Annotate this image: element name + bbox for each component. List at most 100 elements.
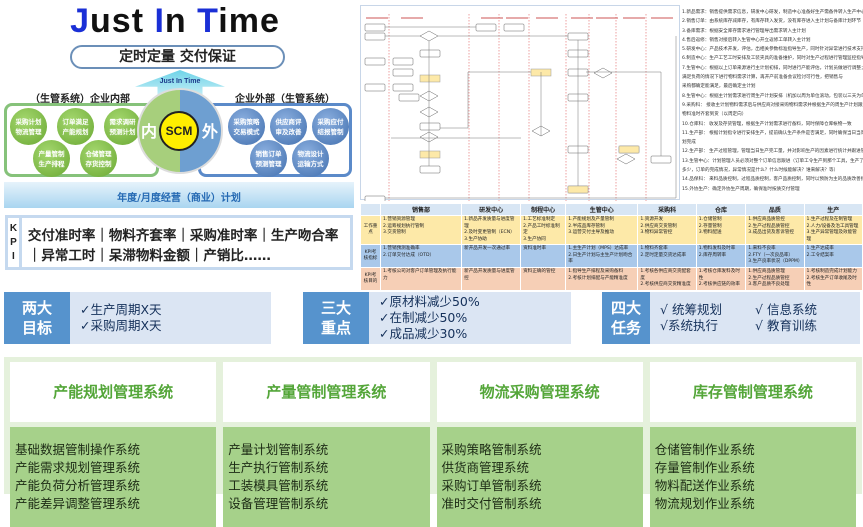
note-line: 2.销售订单：由系统库存减库存，有库存转入发货，没有库存进入主计划与备库计划环节 — [682, 19, 861, 25]
note-line: 划完成 — [682, 140, 696, 146]
flow-decision-diamond — [616, 153, 636, 165]
process-notes: 1.新品需求：销售提供需求信息，研发中心研发，制造中心准备好生产需备件转入生产中… — [682, 8, 863, 194]
bubble-text: 销售订单 — [255, 149, 282, 158]
bubble-text: 存货控制 — [85, 159, 112, 168]
table-header: 采购科 — [637, 203, 697, 216]
table-header: 制程中心 — [520, 203, 567, 216]
bubble-text: 供应商评 — [275, 117, 302, 126]
system-column: 产能规划管理系统基础数据管制操作系统产能需求规划管理系统产能负荷分析管理系统产能… — [10, 362, 217, 527]
bubble-text: 采购计划 — [15, 117, 42, 126]
table-cell: 1.主生产计划（MPS）达成率 2.日生产计划与主生产计划吻合率 — [565, 244, 639, 268]
scm-item-bubble: 采购应付结报管制 — [312, 108, 349, 145]
table-cell: 1.考核仓库发料及时性 2.考核供应链的效率 — [695, 267, 747, 291]
note-line: 13.生管中心：计划管理人员必须对整个订单信息跟进（订单工令生产到那个工具，生产… — [682, 158, 863, 164]
inner-char: 内 — [141, 122, 158, 141]
task-item: √ 信息系统 — [755, 302, 817, 317]
bubble-text: 预测计划 — [109, 127, 136, 136]
flow-process-box — [364, 83, 386, 92]
note-line: 7.生管中心：根据以上订单来源进行主计划初排，同时进行产能评估，计划员做进行调整… — [682, 65, 863, 71]
bubble-text: 需求调研 — [109, 117, 136, 126]
system-item: 设备管理管制系统 — [228, 496, 329, 511]
table-header: 仓库 — [695, 203, 747, 216]
scm-item-bubble: 采购计划物流管理 — [10, 108, 47, 145]
flow-process-box — [392, 68, 414, 77]
flow-process-box — [398, 93, 420, 102]
table-cell: 1.供应商品质管理 2.生产过程品质管控 3.客户品质不良处理 — [745, 267, 805, 291]
note-line: 满足负荷的情况下进行物料需求计算，再开产前准备会议检讨可行性，把销售与 — [682, 75, 843, 81]
flow-process-box — [364, 32, 386, 41]
table-header: 品质 — [745, 203, 805, 216]
system-column: 库存管制管理系统仓储管制作业系统存量管制作业系统物料配送作业系统物流规划作业系统 — [649, 362, 856, 527]
table-cell: 1.指导生产排程及采购备料 2.考核计划排配与产能精准度 — [565, 267, 639, 291]
note-line: 3.备库需求：根据安全库存需求进行管理导出需求转入主计划 — [682, 28, 806, 34]
management-systems: 产能规划管理系统基础数据管制操作系统产能需求规划管理系统产能负荷分析管理系统产能… — [4, 357, 862, 527]
system-item: 物流规划作业系统 — [654, 496, 755, 511]
scm-item-bubble: 产量管制生产排程 — [33, 140, 70, 177]
focus-item: ✓原材料减少50% — [379, 294, 480, 309]
arrow-label: Just In Time — [159, 78, 201, 85]
table-cell: 1.资源开发 2.供应商交货管制 3.物料异常管控 — [637, 215, 697, 245]
flow-process-box — [392, 83, 414, 92]
system-item: 产能差异调整管理系统 — [15, 496, 141, 511]
task-item: √ 统筹规划 — [660, 302, 722, 317]
bubble-text: 产量管制 — [38, 149, 65, 158]
tasks-tag: 四大任务 — [602, 292, 650, 344]
system-item: 产能负荷分析管理系统 — [15, 478, 141, 493]
inner-label: （生管系统）企业内部 — [30, 94, 130, 105]
two-goals: 两大目标 ✓生产周期X天✓采购周期X天 — [4, 292, 271, 344]
note-line: 14.品保科： 来料品质控制，过程品质控制，客户品质控制，同时以预防为主的品质改… — [682, 177, 863, 183]
table-cell: 资料准时率 — [520, 244, 567, 268]
note-line: 5.研发中心：产品技术开发，评估，出相关参数标准指导生产，同时针对异常进行技术支… — [682, 47, 863, 53]
note-line: 多少，订单的完成情况，异常情况是什么？什么时候能解决？谁来解决？等） — [682, 168, 839, 174]
note-line: 11.生产部： 根据计划指令进行安排生产，提前确认生产条件是否满足，同时确保当日… — [682, 130, 863, 136]
flow-connector — [586, 71, 662, 156]
flow-process-box — [364, 57, 386, 66]
bubble-text: 结报管制 — [317, 127, 344, 136]
system-item: 物料配送作业系统 — [654, 478, 755, 493]
system-item: 产能需求规划管理系统 — [15, 460, 141, 475]
note-line: 8.生管中心：根据主计划需求进行周生产计划安排（机加以周为单位滚动，包装以三天为… — [682, 93, 863, 99]
note-line: 15.外协生产：确定外协生产周期，确保准时按质交付管理 — [682, 186, 800, 192]
note-line: 10.仓库科： 收发及存货管理，根据生产计划需求进行备料，同时保障仓库帐物一致 — [682, 121, 852, 127]
scm-item-bubble: 物流设计运输方式 — [292, 140, 329, 177]
table-cell: 1.供应商品质管控 2.生产过程品质管控 3.成品出货及客诉管控 — [745, 215, 805, 245]
table-cell: 1.新品开发质量与进度管理 2.及时变更管制（ECN） 3.生产协助 — [461, 215, 522, 245]
table-cell: 1.生产达成率 2.工令结案率 — [803, 244, 863, 268]
scm-core: SCM — [159, 111, 199, 151]
bubble-text: 审及改善 — [275, 127, 302, 136]
kpi-text: 交付准时率｜物料齐套率｜采购准时率｜生产吻合率｜异常工时｜呆滞物料金额｜产销比…… — [27, 228, 339, 264]
note-line: 1.新品需求：销售提供需求信息，研发中心研发，制造中心准备好生产需备件转入生产中… — [682, 10, 863, 15]
system-list: 仓储管制作业系统存量管制作业系统物料配送作业系统物流规划作业系统 — [649, 427, 856, 527]
system-column: 产量管制管理系统产量计划管制系统生产执行管制系统工装模具管制系统设备管理管制系统 — [223, 362, 430, 527]
system-item: 采购订单管制系统 — [441, 478, 542, 493]
system-item: 采购策略管制系统 — [441, 442, 542, 457]
three-focus: 三大重点 ✓原材料减少50%✓在制减少50%✓成品减少30% — [303, 292, 571, 344]
flow-process-box — [567, 32, 589, 41]
system-item: 供货商管理系统 — [441, 460, 530, 475]
flow-connector — [440, 71, 531, 129]
page-title: Just In Time — [70, 2, 280, 40]
flow-connector — [385, 36, 677, 199]
note-line: 采购都确定能满足，最后确定主计划 — [682, 84, 756, 90]
note-line: 物料准时齐套到货（以周定向） — [682, 112, 747, 118]
flow-process-box — [392, 57, 414, 66]
flow-highlight-box — [567, 185, 589, 194]
task-item: √系统执行 — [660, 318, 718, 333]
table-cell: 1.考核各供应商交货配套度 2.考核供应商交货精准度 — [637, 267, 697, 291]
flow-decision-diamond — [593, 67, 613, 79]
table-cell: 1.仓储管制 2.存量管制 3.物料配送 — [695, 215, 747, 245]
flow-process-box — [364, 195, 386, 204]
bubble-text: 产能规划 — [62, 127, 89, 136]
bubble-text: 运输方式 — [297, 159, 324, 168]
scm-item-bubble: 采购策略交易模式 — [228, 108, 265, 145]
flow-process-box — [364, 23, 386, 32]
bubble-text: 生产排程 — [38, 159, 65, 168]
focus-item: ✓在制减少50% — [379, 310, 468, 325]
row-label: 工作重点 — [360, 215, 381, 245]
table-cell: 1.营销预测准确率 2.订单交付达成（OTD） — [379, 244, 463, 268]
system-title: 产能规划管理系统 — [10, 362, 217, 422]
